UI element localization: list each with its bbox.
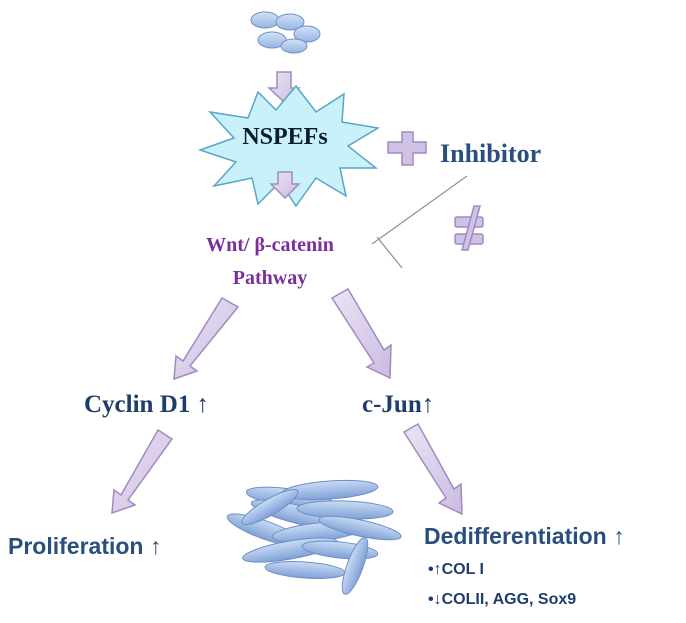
not-equal-icon <box>454 205 484 251</box>
proliferation-label: Proliferation ↑ <box>8 533 162 559</box>
cell-cluster-small-icon <box>250 11 321 54</box>
arrow-diagonal-icon <box>173 296 240 381</box>
pathway-label-line1: Wnt/ β-catenin <box>206 234 334 256</box>
cell-cluster-large-icon <box>226 479 402 595</box>
cyclin-d1-label: Cyclin D1 ↑ <box>84 391 209 418</box>
inhibitor-label: Inhibitor <box>440 139 542 168</box>
inhibition-line <box>371 175 468 245</box>
arrow-diagonal-icon <box>111 428 174 515</box>
arrow-diagonal-icon <box>330 287 392 380</box>
pathway-label-line2: Pathway <box>232 267 308 289</box>
arrow-down-icon <box>269 171 301 200</box>
plus-icon <box>387 131 427 166</box>
pathway-label: Wnt/ β-catenin Pathway <box>170 229 370 295</box>
bullet-col-i: •↑COL I <box>428 561 484 578</box>
bullet-colii-agg-sox9: •↓COLII, AGG, Sox9 <box>428 591 577 608</box>
inhibition-bar <box>376 236 403 269</box>
c-jun-label: c-Jun↑ <box>362 391 435 418</box>
dedifferentiation-label: Dedifferentiation ↑ <box>424 523 625 549</box>
nspefs-label: NSPEFs <box>242 124 328 150</box>
arrow-diagonal-icon <box>402 422 463 516</box>
